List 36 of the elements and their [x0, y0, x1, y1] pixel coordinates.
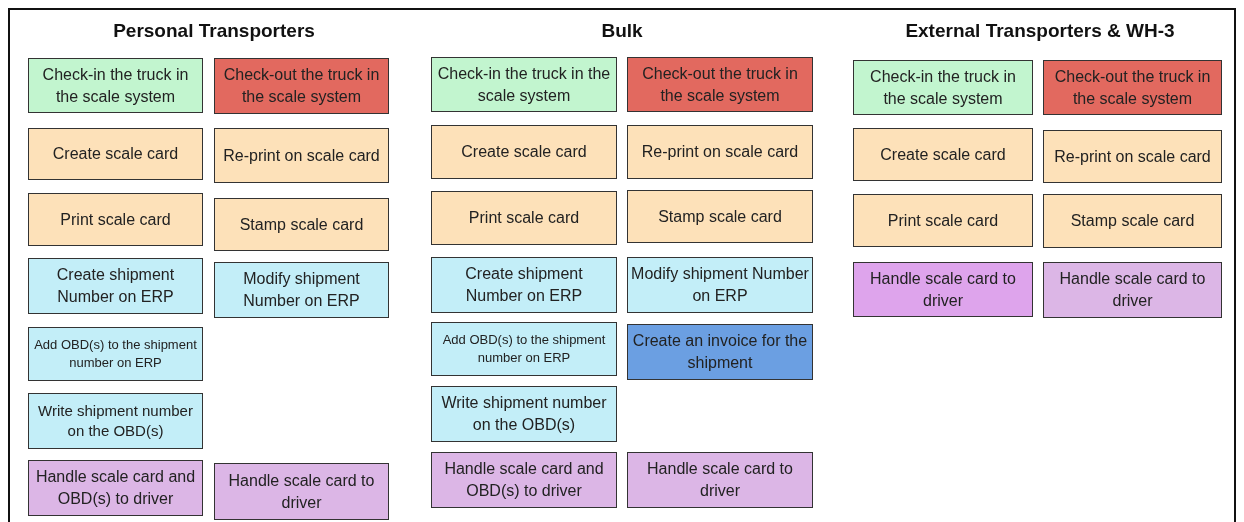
task-box: Add OBD(s) to the shipment number on ERP [28, 327, 203, 381]
task-box: Re-print on scale card [1043, 130, 1222, 183]
task-box: Check-in the truck in the scale system [853, 60, 1033, 115]
task-box: Handle scale card to driver [1043, 262, 1222, 318]
task-box: Check-in the truck in the scale system [28, 58, 203, 113]
task-box: Create scale card [28, 128, 203, 180]
task-box: Create scale card [853, 128, 1033, 181]
task-box: Handle scale card to driver [853, 262, 1033, 317]
task-box: Handle scale card to driver [214, 463, 389, 520]
task-box: Check-out the truck in the scale system [627, 57, 813, 112]
task-box: Print scale card [853, 194, 1033, 247]
task-box: Modify shipment Number on ERP [214, 262, 389, 318]
task-box: Stamp scale card [627, 190, 813, 243]
column-heading: Bulk [601, 20, 643, 42]
task-box: Check-out the truck in the scale system [214, 58, 389, 114]
task-box: Re-print on scale card [627, 125, 813, 179]
task-box: Write shipment number on the OBD(s) [28, 393, 203, 449]
task-box: Check-in the truck in the scale system [431, 57, 617, 112]
task-box: Create shipment Number on ERP [28, 258, 203, 314]
task-box: Check-out the truck in the scale system [1043, 60, 1222, 115]
task-box: Create an invoice for the shipment [627, 324, 813, 380]
task-box: Handle scale card and OBD(s) to driver [28, 460, 203, 516]
task-box: Write shipment number on the OBD(s) [431, 386, 617, 442]
task-box: Print scale card [431, 191, 617, 245]
task-box: Stamp scale card [1043, 194, 1222, 248]
task-box: Create scale card [431, 125, 617, 179]
task-box: Handle scale card and OBD(s) to driver [431, 452, 617, 508]
task-box: Stamp scale card [214, 198, 389, 251]
task-box: Add OBD(s) to the shipment number on ERP [431, 322, 617, 376]
column-heading: External Transporters & WH-3 [905, 20, 1175, 42]
task-box: Modify shipment Number on ERP [627, 257, 813, 313]
task-box: Create shipment Number on ERP [431, 257, 617, 313]
task-box: Print scale card [28, 193, 203, 246]
column-heading: Personal Transporters [113, 20, 315, 42]
task-box: Handle scale card to driver [627, 452, 813, 508]
task-box: Re-print on scale card [214, 128, 389, 183]
